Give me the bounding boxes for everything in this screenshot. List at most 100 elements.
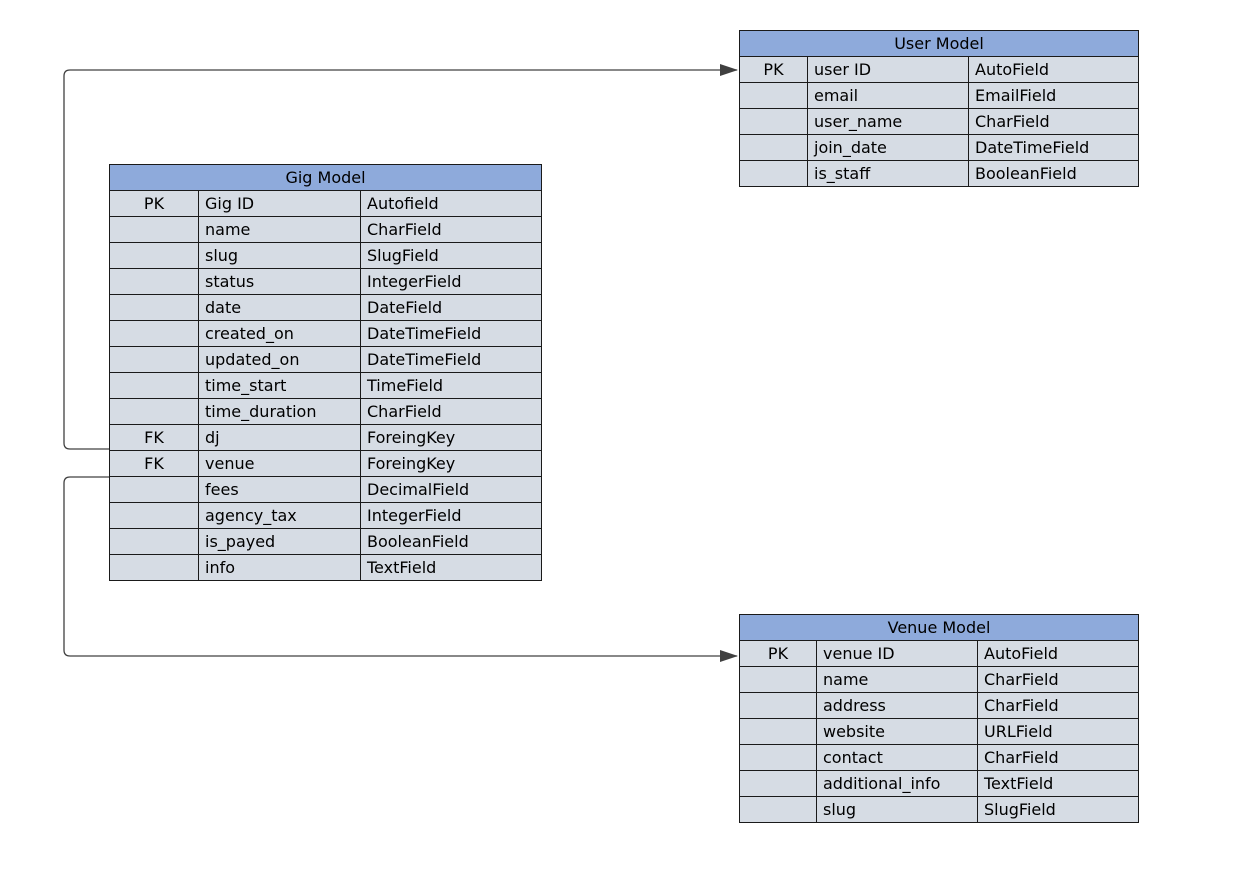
field-name-cell: additional_info bbox=[816, 770, 978, 797]
field-name-cell: slug bbox=[198, 242, 361, 269]
table-header-row: User Model bbox=[738, 30, 1140, 57]
key-cell bbox=[739, 108, 808, 135]
key-cell: PK bbox=[109, 190, 199, 217]
field-name-cell: contact bbox=[816, 744, 978, 771]
field-type-cell: CharField bbox=[976, 666, 1140, 693]
field-name-cell: website bbox=[816, 718, 978, 745]
field-name-cell: name bbox=[198, 216, 361, 243]
table-header-row: Gig Model bbox=[108, 164, 543, 191]
key-cell bbox=[109, 216, 199, 243]
field-name-cell: venue bbox=[198, 450, 361, 477]
key-cell bbox=[109, 372, 199, 399]
field-name-cell: is_staff bbox=[807, 160, 969, 187]
field-type-cell: DateTimeField bbox=[967, 134, 1140, 161]
field-type-cell: SlugField bbox=[976, 796, 1140, 823]
key-cell bbox=[739, 160, 808, 187]
gig-model-title: Gig Model bbox=[108, 164, 543, 191]
field-name-cell: time_duration bbox=[198, 398, 361, 425]
field-type-cell: ForeingKey bbox=[359, 424, 543, 451]
field-name-cell: time_start bbox=[198, 372, 361, 399]
key-cell bbox=[109, 268, 199, 295]
key-cell bbox=[109, 346, 199, 373]
key-cell bbox=[739, 82, 808, 109]
field-type-cell: DateField bbox=[359, 294, 543, 321]
field-type-cell: DateTimeField bbox=[359, 346, 543, 373]
key-cell bbox=[109, 502, 199, 529]
key-cell bbox=[739, 134, 808, 161]
venue-to-venue-model-connector bbox=[63, 476, 738, 662]
field-name-cell: Gig ID bbox=[198, 190, 361, 217]
field-type-cell: TimeField bbox=[359, 372, 543, 399]
key-cell: PK bbox=[739, 56, 808, 83]
field-type-cell: TextField bbox=[976, 770, 1140, 797]
field-type-cell: SlugField bbox=[359, 242, 543, 269]
field-type-cell: Autofield bbox=[359, 190, 543, 217]
user-model-title: User Model bbox=[738, 30, 1140, 57]
key-cell bbox=[109, 398, 199, 425]
key-cell: FK bbox=[109, 450, 199, 477]
table-header-row: Venue Model bbox=[738, 614, 1140, 641]
field-name-cell: updated_on bbox=[198, 346, 361, 373]
key-cell bbox=[739, 666, 817, 693]
field-name-cell: created_on bbox=[198, 320, 361, 347]
field-type-cell: CharField bbox=[359, 398, 543, 425]
key-cell bbox=[109, 242, 199, 269]
field-name-cell: agency_tax bbox=[198, 502, 361, 529]
key-cell: PK bbox=[739, 640, 817, 667]
field-type-cell: TextField bbox=[359, 554, 543, 581]
field-type-cell: BooleanField bbox=[359, 528, 543, 555]
field-type-cell: AutoField bbox=[976, 640, 1140, 667]
key-cell bbox=[109, 554, 199, 581]
field-type-cell: IntegerField bbox=[359, 502, 543, 529]
field-name-cell: address bbox=[816, 692, 978, 719]
field-name-cell: email bbox=[807, 82, 969, 109]
field-name-cell: venue ID bbox=[816, 640, 978, 667]
key-cell bbox=[109, 294, 199, 321]
field-name-cell: join_date bbox=[807, 134, 969, 161]
field-name-cell: status bbox=[198, 268, 361, 295]
field-name-cell: user ID bbox=[807, 56, 969, 83]
field-name-cell: is_payed bbox=[198, 528, 361, 555]
key-cell bbox=[739, 718, 817, 745]
key-cell: FK bbox=[109, 424, 199, 451]
venue-model-title: Venue Model bbox=[738, 614, 1140, 641]
field-name-cell: date bbox=[198, 294, 361, 321]
field-type-cell: AutoField bbox=[967, 56, 1140, 83]
field-type-cell: CharField bbox=[967, 108, 1140, 135]
field-name-cell: info bbox=[198, 554, 361, 581]
field-type-cell: DecimalField bbox=[359, 476, 543, 503]
key-cell bbox=[109, 320, 199, 347]
field-type-cell: ForeingKey bbox=[359, 450, 543, 477]
field-type-cell: CharField bbox=[359, 216, 543, 243]
field-type-cell: BooleanField bbox=[967, 160, 1140, 187]
key-cell bbox=[739, 770, 817, 797]
